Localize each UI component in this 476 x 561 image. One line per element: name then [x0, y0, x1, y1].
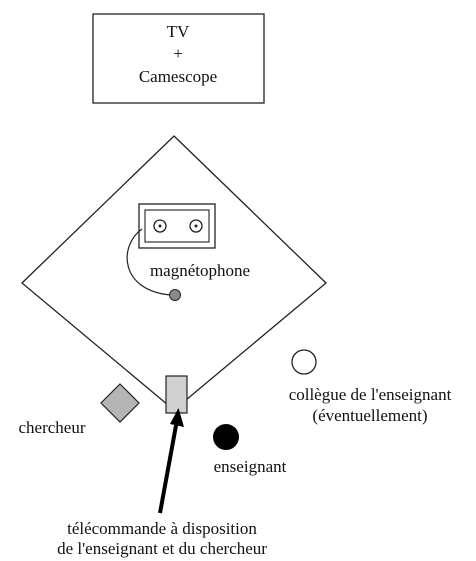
tv-label: TV	[167, 22, 190, 41]
tape-recorder-icon	[138, 203, 216, 249]
reel-right-icon	[189, 219, 203, 233]
reel-right-hub	[194, 224, 198, 228]
colleague-label: collègue de l'enseignant	[289, 385, 452, 404]
microphone-icon	[169, 289, 181, 301]
teacher-label: enseignant	[214, 457, 287, 476]
recorder-inner-frame	[144, 209, 210, 243]
reel-left-icon	[153, 219, 167, 233]
plus-label: +	[173, 44, 183, 63]
tv-box-frame	[92, 13, 265, 104]
remote-caption-line2: de l'enseignant et du chercheur	[57, 539, 267, 558]
remote-control-icon	[165, 375, 188, 414]
remote-caption-line1: télécommande à disposition	[67, 519, 257, 538]
researcher-label: chercheur	[18, 418, 85, 437]
recorder-label: magnétophone	[150, 261, 250, 280]
researcher-icon	[100, 383, 140, 423]
colleague-label-optional: (éventuellement)	[312, 406, 427, 425]
reel-left-hub	[158, 224, 162, 228]
tv-camescope-box: TV + Camescope	[92, 13, 265, 104]
arrow-shaft	[158, 419, 179, 514]
arrow-head-icon	[170, 408, 184, 427]
teacher-icon	[213, 424, 239, 450]
colleague-icon	[291, 349, 317, 375]
camescope-label: Camescope	[139, 67, 217, 86]
microphone-cable	[126, 228, 172, 296]
